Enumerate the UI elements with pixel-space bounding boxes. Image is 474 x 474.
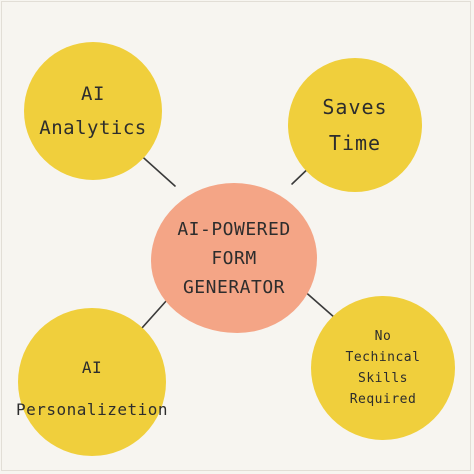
node-label-line: Skills: [358, 371, 408, 386]
node-label-line: Saves: [322, 95, 388, 119]
node-no-technical-skills-required: No Techincal Skills Required: [311, 296, 455, 440]
center-label-line: AI-POWERED: [177, 218, 291, 240]
node-label-line: Required: [349, 392, 417, 407]
center-label-line: GENERATOR: [182, 276, 286, 298]
node-ai-personalization: AI Personalizetion: [16, 308, 168, 456]
node-saves-time: Saves Time: [288, 58, 422, 192]
node-label-line: Personalizetion: [16, 400, 168, 419]
node-center-ai-powered-form-generator: AI-POWERED FORM GENERATOR: [151, 183, 317, 333]
node-label-line: Analytics: [39, 117, 147, 139]
node-ai-analytics: AI Analytics: [24, 42, 162, 180]
node-label-line: Time: [328, 131, 382, 155]
node-label-line: Techincal: [345, 350, 421, 365]
center-label-line: FORM: [211, 247, 257, 269]
node-label-line: No: [374, 329, 392, 344]
node-label-line: AI: [81, 83, 105, 105]
node-label-line: AI: [81, 358, 103, 377]
